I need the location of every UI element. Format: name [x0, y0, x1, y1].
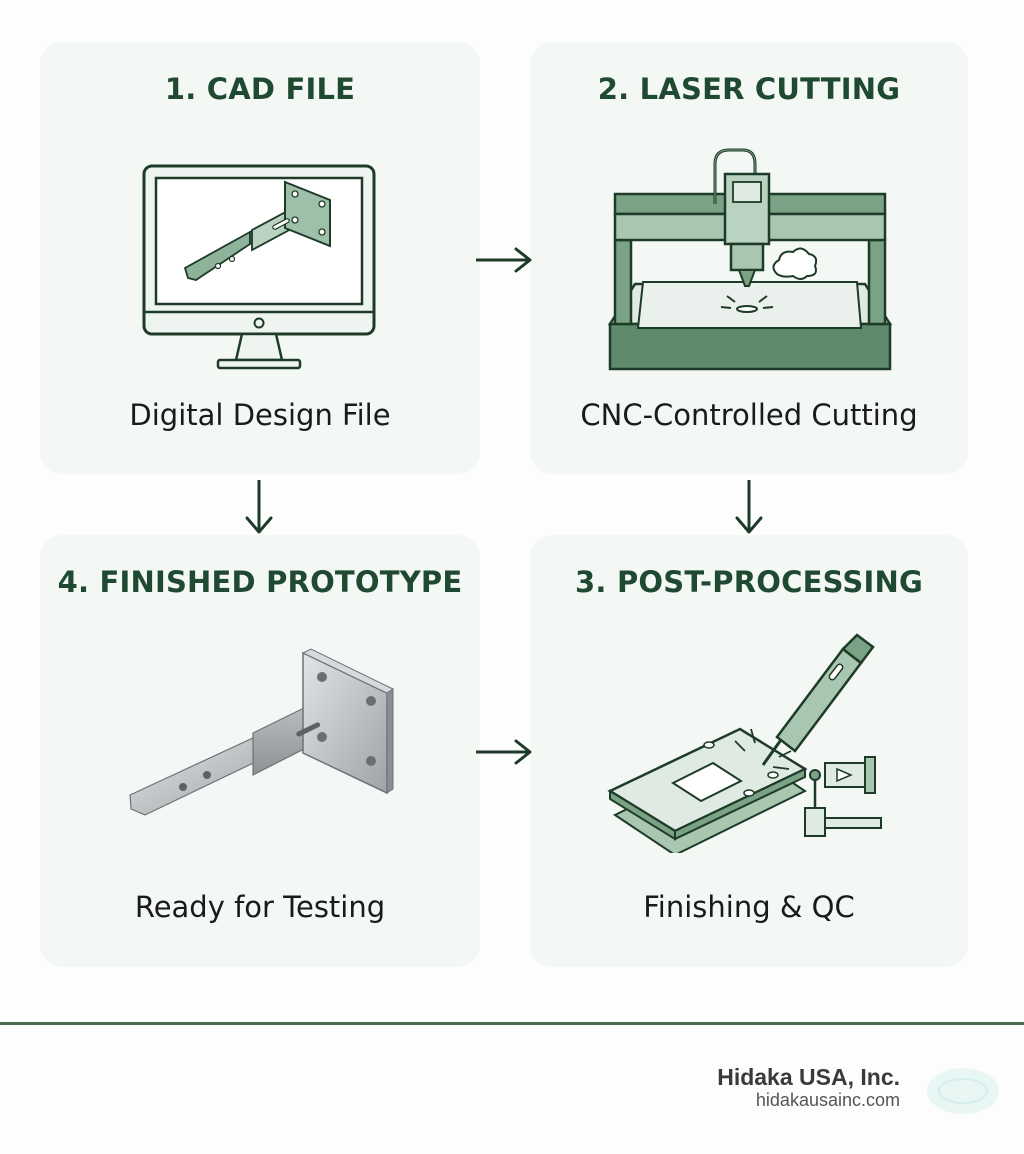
step-card-finished-prototype: 4. FINISHED PROTOTYPE Ready for Testing [40, 535, 480, 967]
deburring-tool-icon [607, 633, 882, 853]
arrow-right-icon [476, 739, 532, 765]
step-title: 3. POST-PROCESSING [575, 565, 923, 599]
laser-cutter-icon [607, 148, 893, 371]
step-title: 4. FINISHED PROTOTYPE [57, 565, 463, 599]
arrow-down-icon [245, 480, 273, 534]
step-caption: Finishing & QC [643, 890, 855, 924]
step-title: 1. CAD FILE [164, 72, 356, 106]
step-card-laser-cutting: 2. LASER CUTTING CNC-Controlled Cutting [530, 42, 968, 474]
step-card-cad-file: 1. CAD FILE Digital Design File [40, 42, 480, 474]
arrow-down-icon [735, 480, 763, 534]
arrow-right-icon [476, 247, 532, 273]
monitor-bracket-icon [142, 164, 376, 370]
step-title: 2. LASER CUTTING [597, 72, 901, 106]
step-caption: Digital Design File [129, 398, 391, 432]
footer-company-name: Hidaka USA, Inc. [717, 1064, 900, 1090]
step-card-post-processing: 3. POST-PROCESSING Finishing & QC [530, 535, 968, 967]
step-caption: Ready for Testing [134, 890, 386, 924]
footer-divider [0, 1022, 1024, 1025]
footer-url: hidakausainc.com [755, 1090, 900, 1110]
step-caption: CNC-Controlled Cutting [580, 398, 918, 432]
company-logo-icon [927, 1068, 999, 1114]
metal-bracket-icon [129, 648, 395, 816]
